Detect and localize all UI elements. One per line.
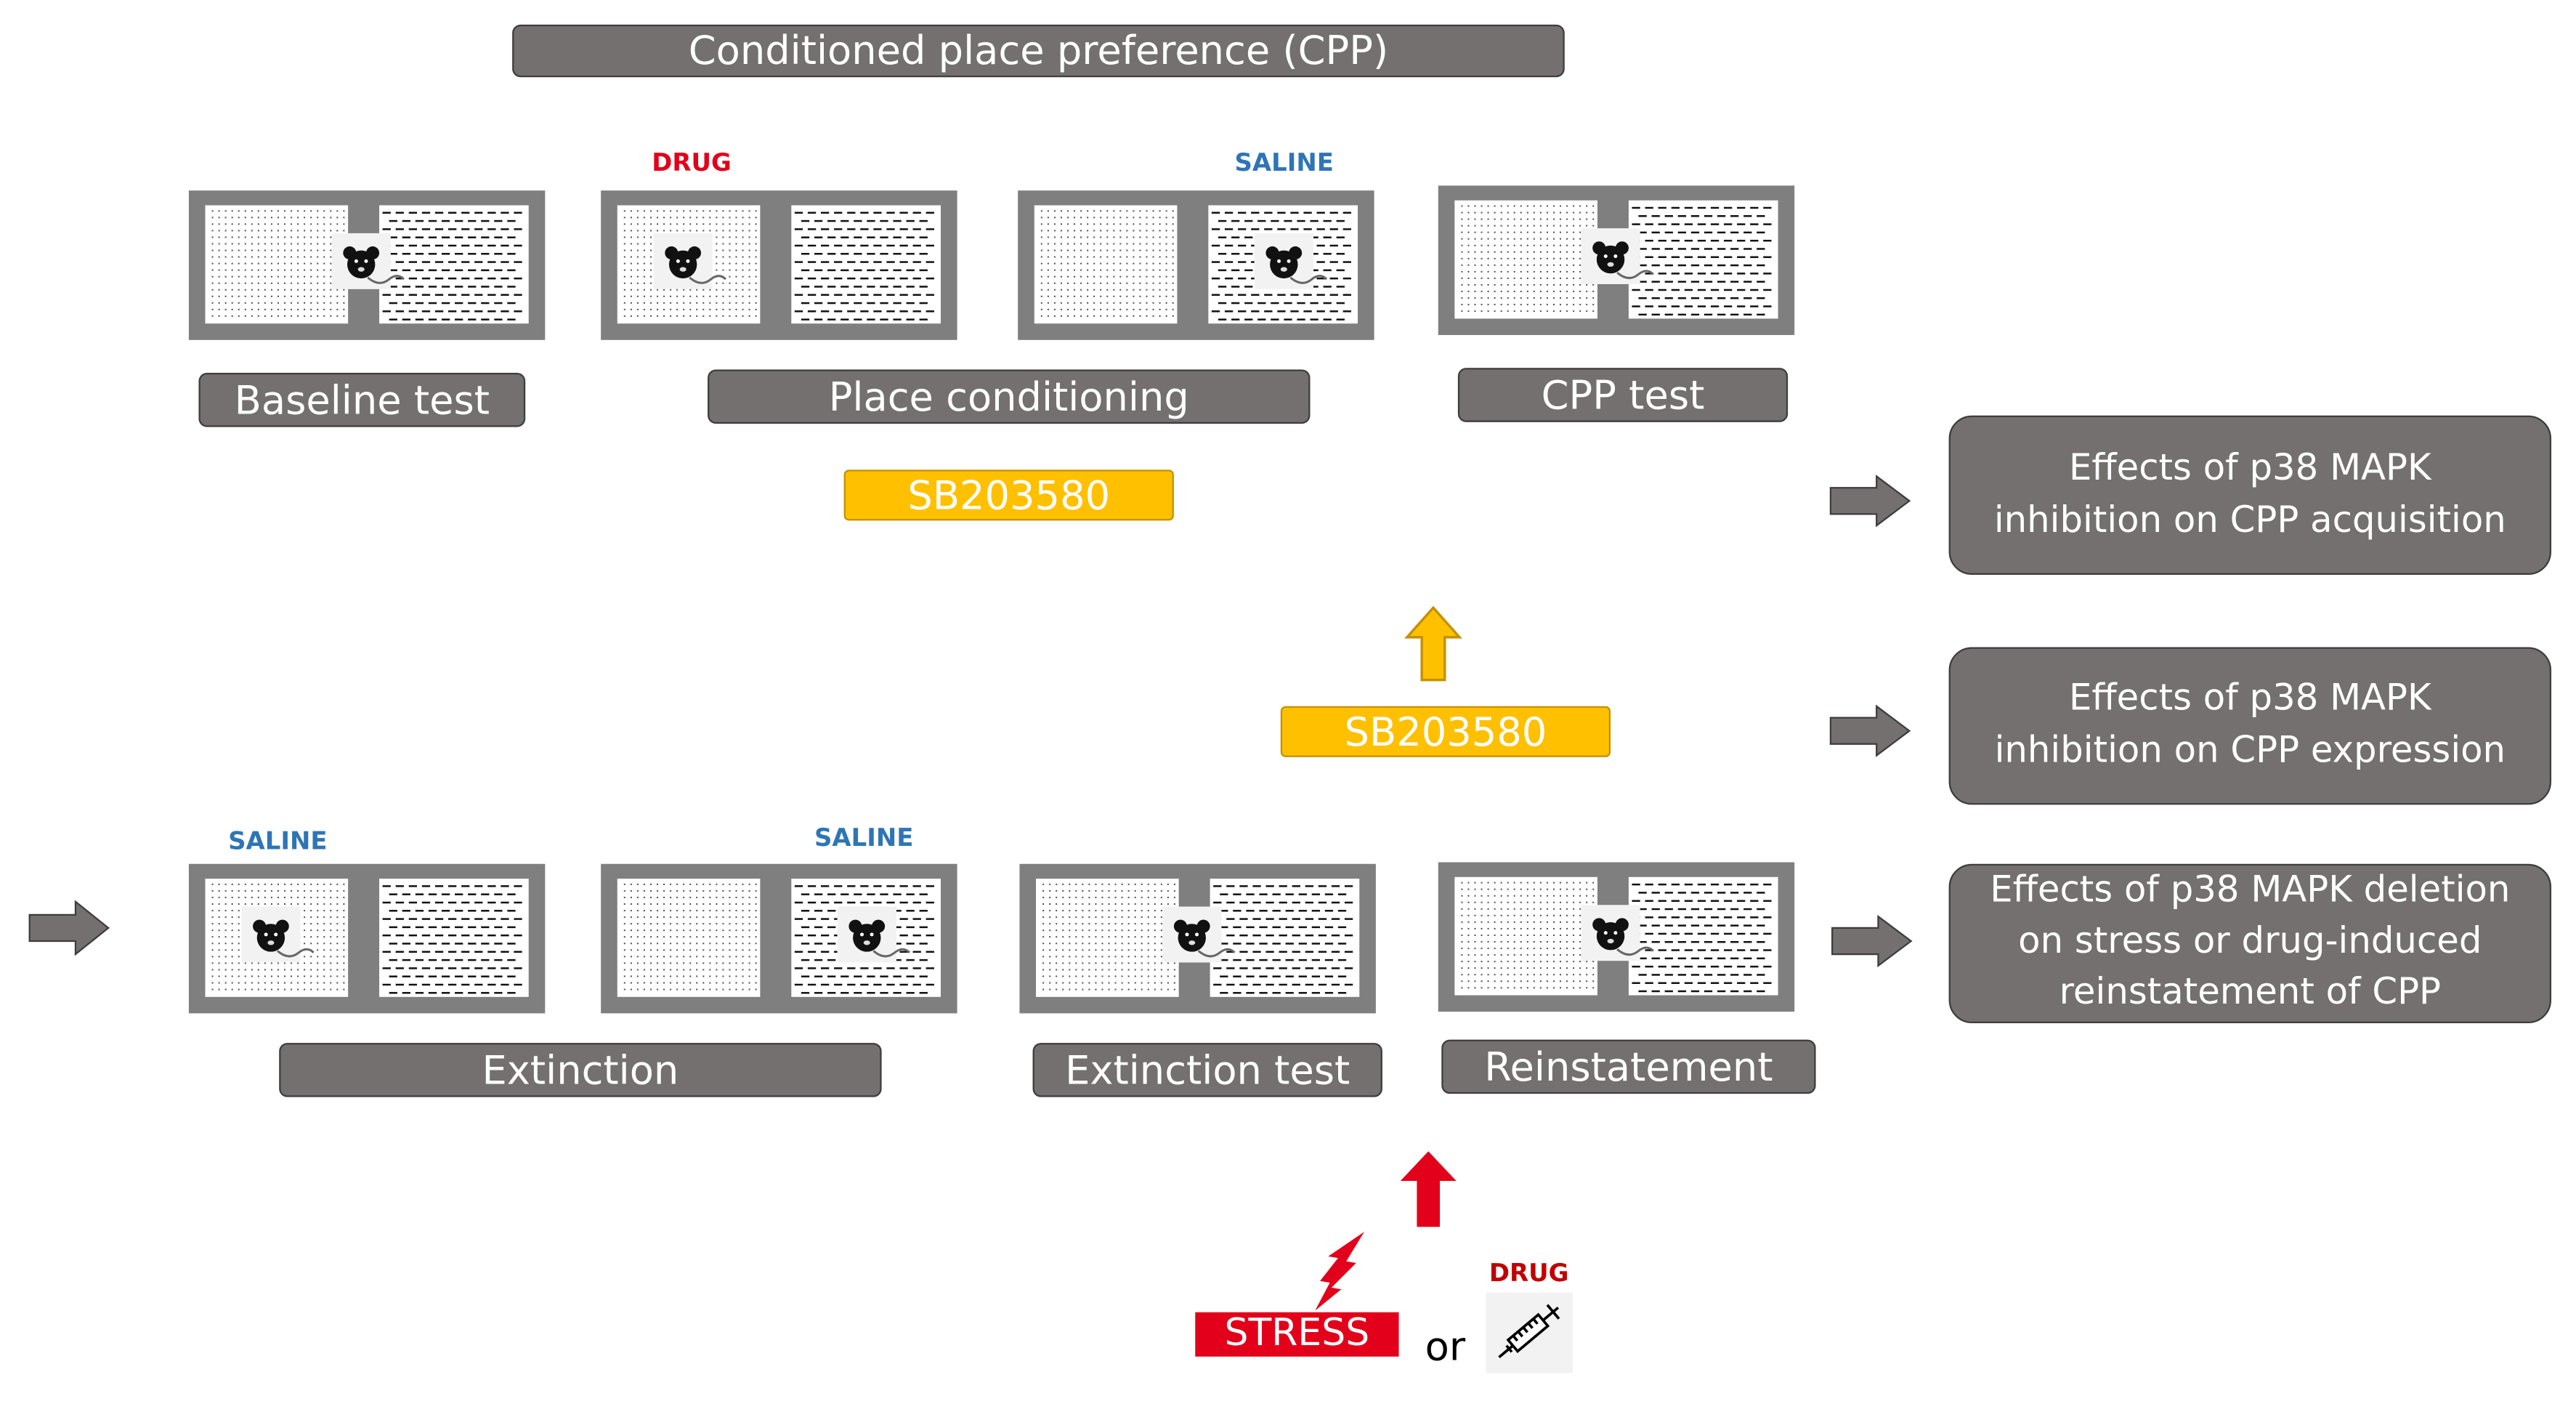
cpp-box-saline-pairing [1018, 190, 1374, 340]
cpp-test-label: CPP test [1457, 368, 1789, 422]
arrow-right-icon [1831, 914, 1913, 968]
drug-tag: DRUG [652, 148, 732, 178]
mouse-icon [241, 906, 315, 963]
saline-tag: SALINE [1234, 148, 1334, 178]
mouse-icon [653, 233, 726, 289]
place-conditioning-label: Place conditioning [708, 369, 1311, 424]
mouse-icon [1581, 905, 1654, 961]
arrow-up-icon [1400, 1151, 1457, 1227]
cpp-box-extinction-2 [601, 863, 957, 1014]
lightning-icon [1315, 1232, 1365, 1311]
cpp-box-extinction-test [1019, 863, 1376, 1014]
mouse-icon [1581, 228, 1654, 284]
cpp-box-drug-pairing [601, 190, 957, 340]
arrow-right-icon [1829, 475, 1911, 528]
sb203580-conditioning: SB203580 [843, 469, 1174, 521]
arrow-right-icon [1829, 704, 1911, 757]
cpp-box-baseline [188, 190, 546, 340]
extinction-label: Extinction [279, 1043, 882, 1097]
effect-expression: Effects of p38 MAPK inhibition on CPP ex… [1948, 647, 2552, 805]
mouse-icon [1162, 906, 1236, 963]
arrow-up-icon [1404, 605, 1462, 682]
effect-acquisition: Effects of p38 MAPK inhibition on CPP ac… [1948, 415, 2552, 575]
arrow-right-icon [28, 900, 110, 956]
stress-trigger: STRESS [1195, 1312, 1399, 1357]
mouse-icon [1254, 233, 1328, 289]
effect-line: Effects of p38 MAPK [2068, 678, 2431, 720]
reinstatement-label: Reinstatement [1441, 1039, 1816, 1094]
baseline-test-label: Baseline test [198, 373, 526, 427]
mouse-icon [837, 906, 911, 963]
cpp-box-reinstatement [1438, 862, 1795, 1012]
drug-tag: DRUG [1489, 1258, 1569, 1288]
effect-line: Effects of p38 MAPK [2068, 448, 2431, 489]
cpp-box-extinction-1 [188, 863, 546, 1014]
or-text: or [1425, 1323, 1466, 1370]
saline-tag: SALINE [228, 826, 328, 856]
effect-line: on stress or drug-induced [2018, 921, 2482, 963]
effect-line: inhibition on CPP acquisition [1993, 500, 2506, 541]
effect-line: Effects of p38 MAPK deletion [1990, 871, 2511, 912]
sb203580-test: SB203580 [1280, 706, 1611, 757]
cpp-box-test [1438, 185, 1795, 336]
extinction-test-label: Extinction test [1032, 1043, 1382, 1097]
syringe-icon [1486, 1292, 1573, 1373]
effect-reinstatement: Effects of p38 MAPK deletion on stress o… [1948, 863, 2552, 1023]
page-title: Conditioned place preference (CPP) [512, 24, 1565, 78]
effect-line: inhibition on CPP expression [1994, 730, 2506, 772]
mouse-icon [331, 233, 405, 289]
effect-line: reinstatement of CPP [2059, 972, 2442, 1014]
saline-tag: SALINE [814, 823, 914, 852]
